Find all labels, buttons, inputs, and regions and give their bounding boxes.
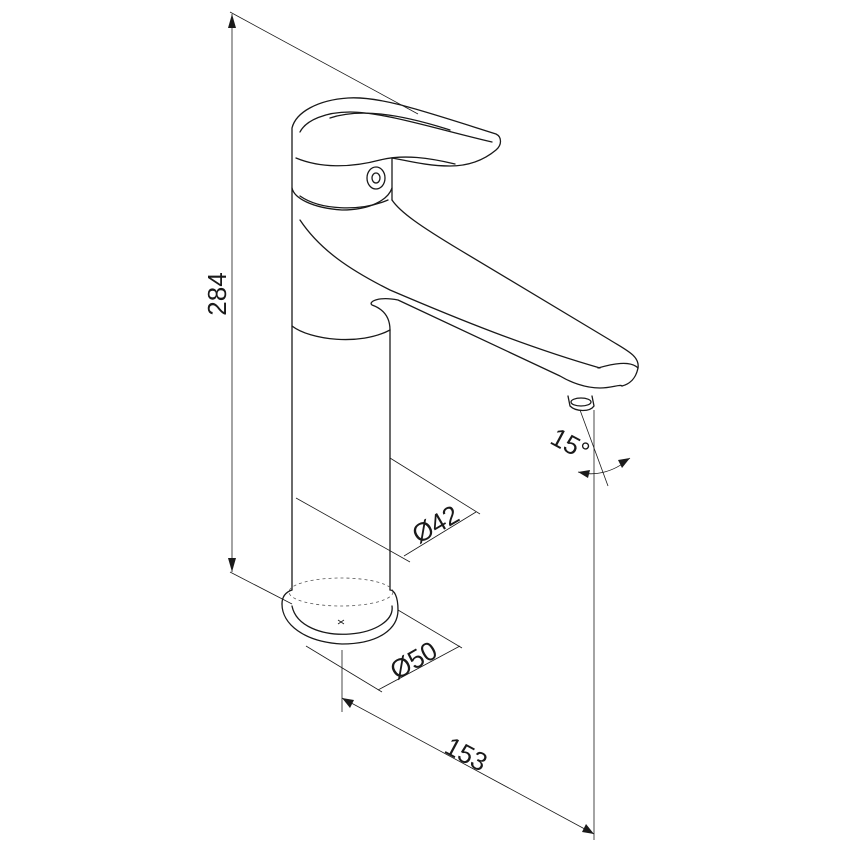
base-diameter-label: Ø50 [385,635,443,686]
base-ring [281,589,399,645]
spout-bottom [370,298,623,389]
base-bottom-front [291,605,393,635]
body-diameter-label: Ø42 [407,499,465,550]
spout-tip-face [597,362,639,369]
angle-arrow-right [618,458,630,468]
base-ring-left [281,589,293,605]
reach-arrow-left [342,698,354,708]
height-arrow-top [228,14,236,28]
handle-pin-icon [366,166,386,190]
reach-arrow-right [582,824,594,834]
handle-lower-curve [295,156,456,167]
handle-top-contour [329,112,451,131]
angle-ref-line [579,409,609,487]
height-arrow-bottom [228,558,236,572]
height-ext-bottom [229,571,293,605]
height-ext-top [229,11,419,115]
d50-dim-line [377,645,461,691]
handle-lever [291,97,502,211]
dimension-lines [228,11,631,840]
aerator-outlet [570,397,592,407]
d42-ext-1 [389,457,481,515]
spout-top [391,199,639,387]
d42-dim-line [403,511,477,557]
d50-ext-1 [397,609,463,649]
height-label: 284 [202,272,232,315]
angle-arrow-left [578,470,590,478]
angle-label: 15° [546,422,595,467]
reach-dim-line [341,697,595,835]
reach-label: 153 [440,731,492,778]
faucet-outline [281,97,639,645]
body-seam [291,325,391,341]
spout-inner-curve [299,219,601,369]
base-top [288,577,394,607]
base-centre-mark [337,619,345,625]
handle-pin-hole [371,172,381,184]
d50-ext-2 [305,645,383,693]
collar-ring [299,195,389,209]
d42-ext-2 [295,497,411,563]
aerator [567,395,595,412]
